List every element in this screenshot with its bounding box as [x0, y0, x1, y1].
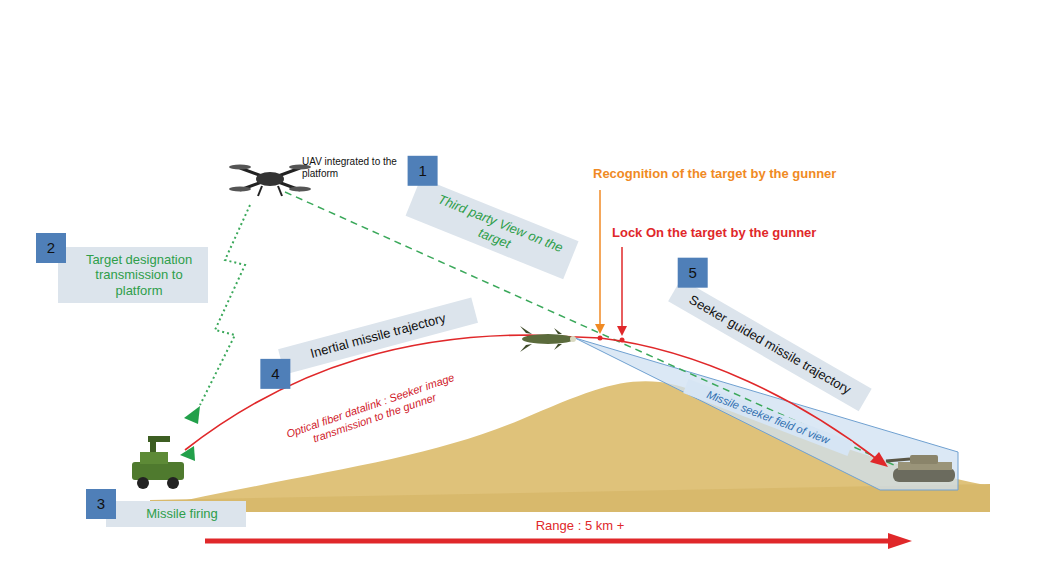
step-panel: 2Target designation transmission to plat…	[58, 247, 208, 304]
callout-number: 4	[260, 359, 290, 389]
step-panel: 4Inertial missile trajectory	[278, 298, 478, 374]
diagram-label: UAV integrated to the platform	[302, 156, 427, 180]
diagram-label: Lock On the target by the gunner	[612, 225, 872, 241]
tank	[886, 455, 955, 482]
diagram-label: Optical fiber datalink : Seeker image tr…	[266, 365, 478, 460]
recognition-arrow	[595, 324, 605, 334]
range-arrow	[205, 539, 892, 544]
datalink-head	[184, 406, 200, 424]
third-party-line	[285, 192, 905, 470]
step-text: Third party View on the target	[415, 185, 569, 272]
callout-number: 2	[36, 233, 66, 263]
lock-arrow	[617, 326, 627, 336]
uav	[229, 165, 311, 197]
step-panel: 3Missile firing	[106, 501, 246, 527]
diagram-label: Recognition of the target by the gunner	[593, 166, 893, 182]
diagram-label: Range : 5 km +	[500, 518, 660, 534]
seeker-fov	[575, 338, 958, 490]
step-text: Target designation transmission to platf…	[66, 252, 200, 299]
step-text: Inertial missile trajectory	[287, 304, 469, 367]
datalink	[200, 205, 250, 405]
callout-number: 5	[678, 258, 708, 288]
ground	[150, 484, 990, 512]
trajectory-head	[870, 452, 888, 467]
launch-vehicle	[132, 436, 184, 489]
callout-number: 1	[408, 155, 438, 185]
step-text: Missile firing	[114, 506, 238, 522]
step-panel: 1Third party View on the target	[405, 177, 578, 279]
callout-number: 3	[86, 489, 116, 519]
missile	[520, 326, 576, 352]
